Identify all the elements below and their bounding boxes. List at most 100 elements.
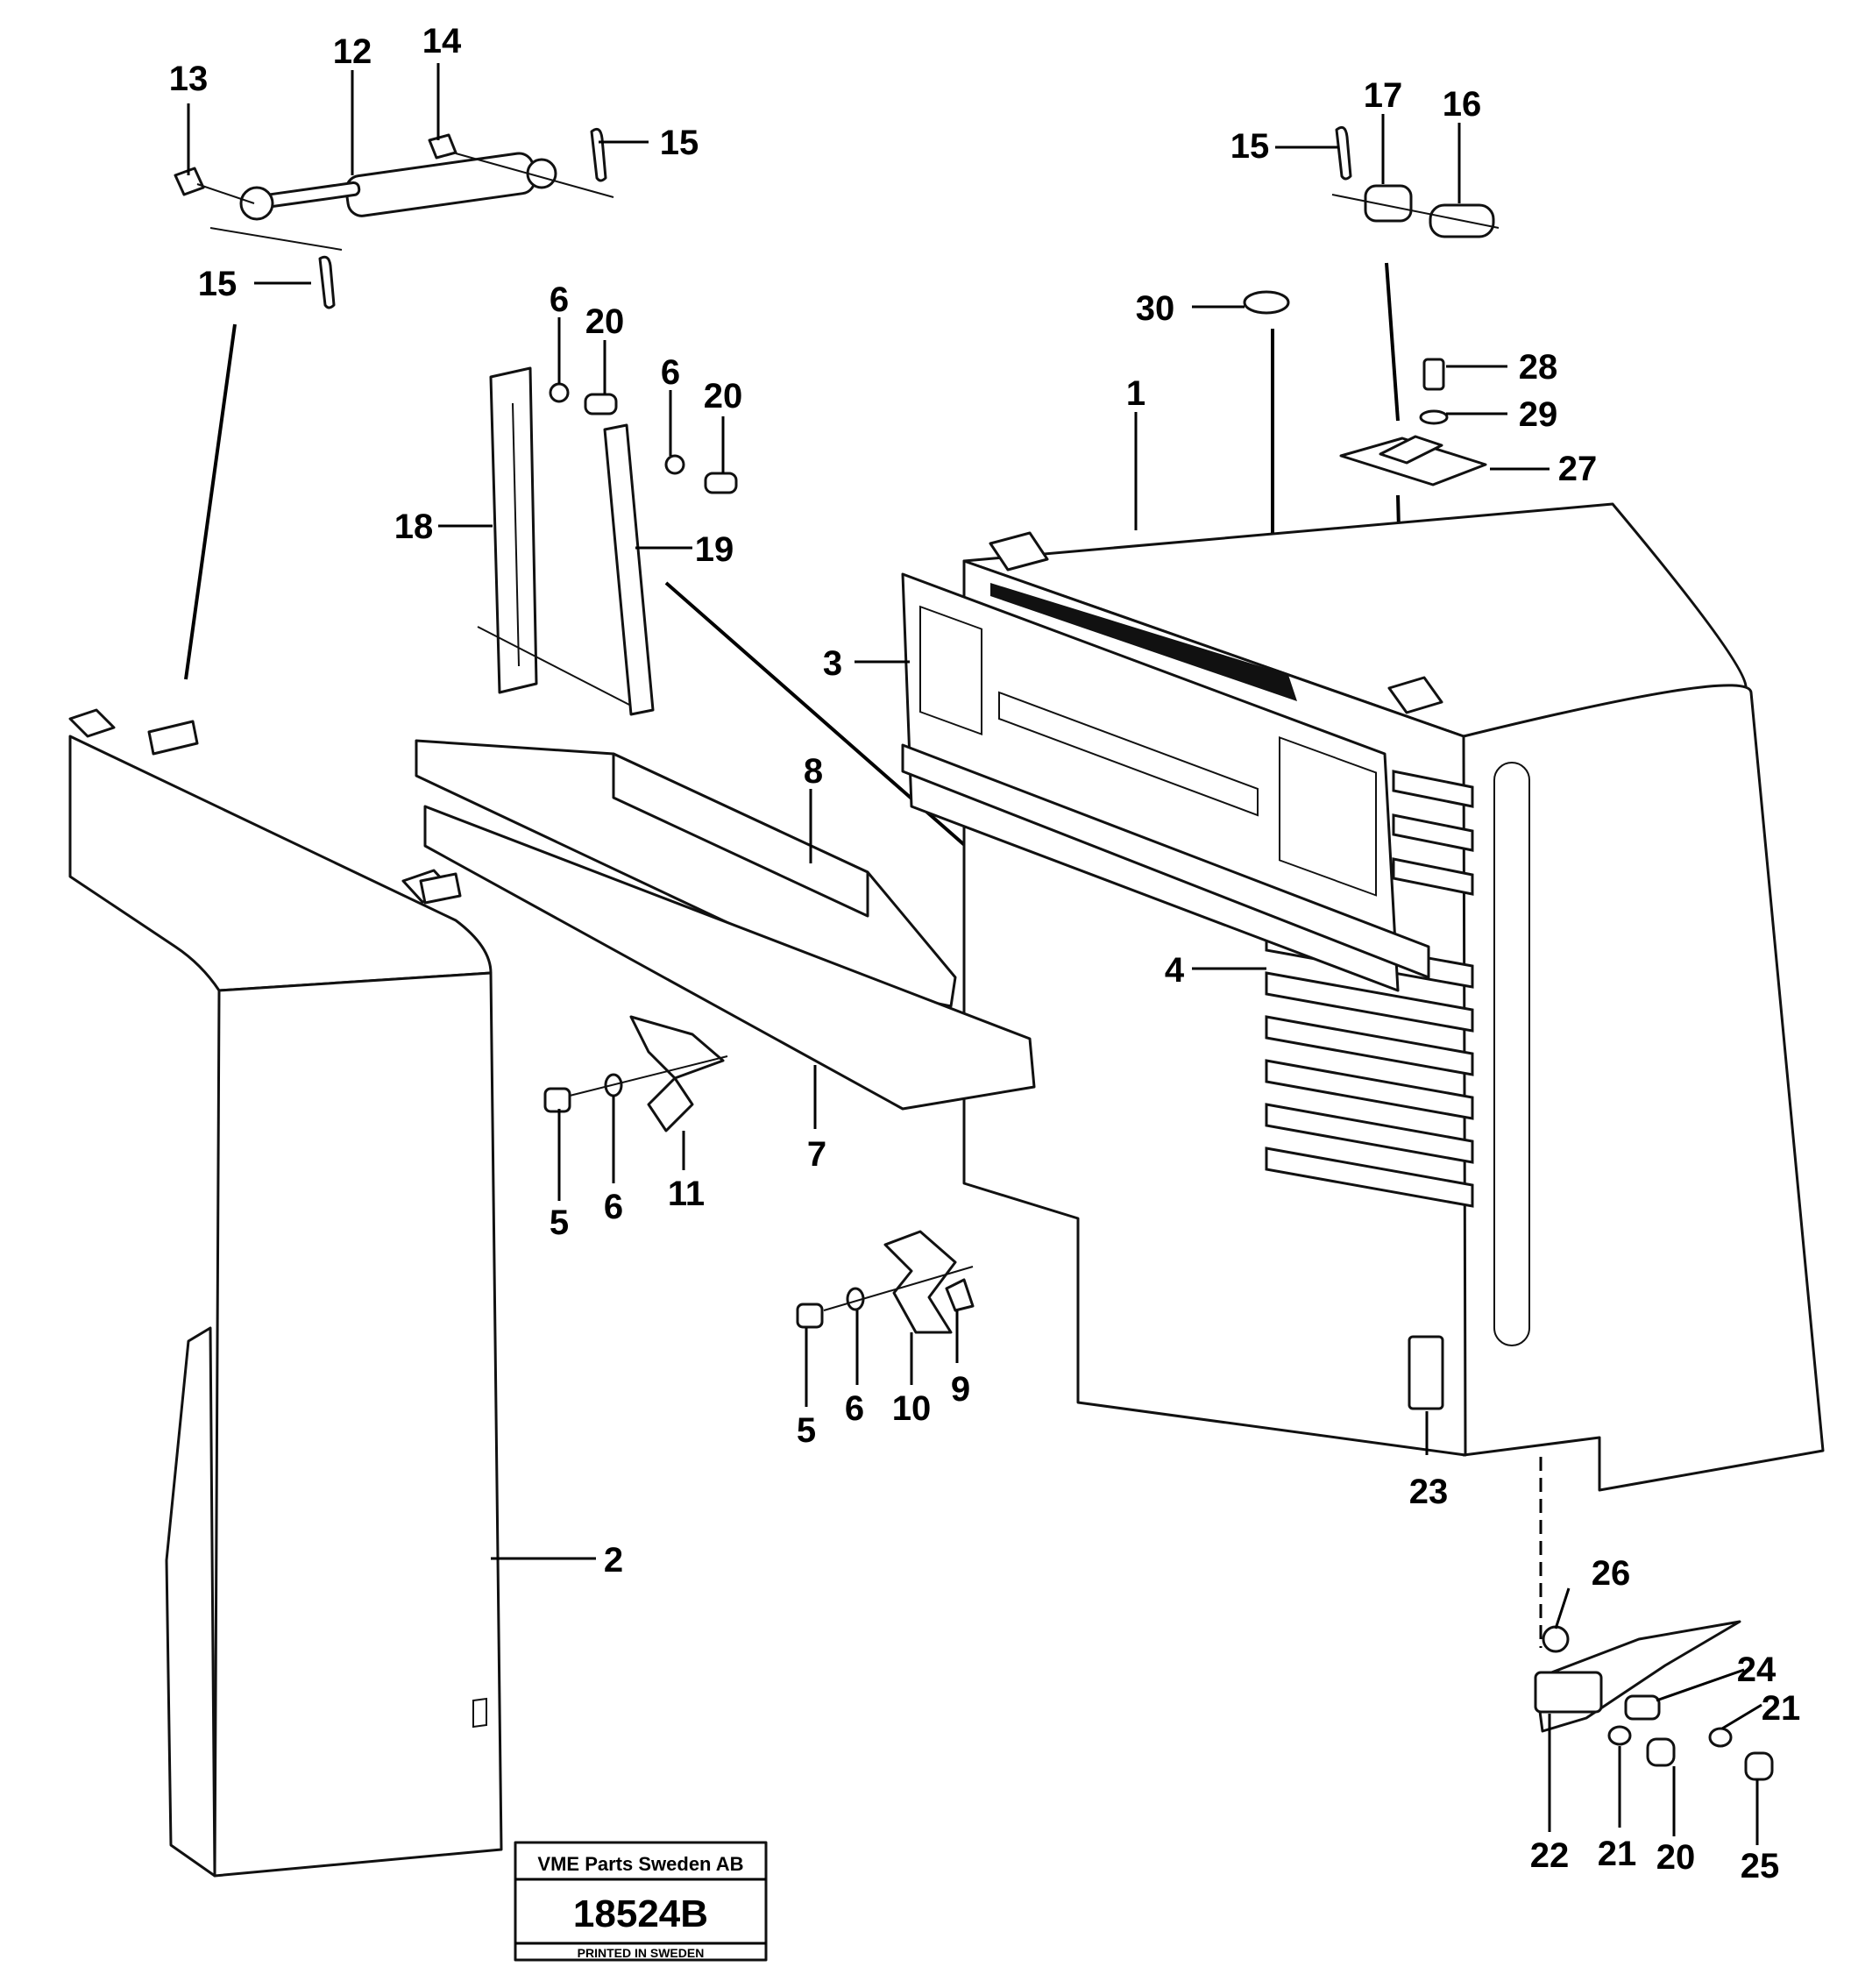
callout-17: 17: [1364, 76, 1403, 115]
hinge-bracket-27: [1339, 437, 1487, 486]
seal-8-step: [612, 752, 869, 918]
left-hood-hinge-lug-top: [68, 708, 116, 738]
parts-stamp: VME Parts Sweden AB 18524B PRINTED IN SW…: [514, 1841, 768, 1962]
stamp-number: 18524B: [573, 1892, 708, 1935]
cotter-pin-15-upper: [590, 127, 607, 182]
callout-3: 3: [823, 644, 842, 683]
hood-side-handle: [1493, 762, 1530, 1346]
link-19: [603, 423, 655, 716]
axis-line-hinge: [1331, 194, 1500, 229]
callout-12: 12: [333, 32, 372, 71]
links: [477, 366, 738, 716]
bolt-25: [1744, 1751, 1774, 1781]
strut-eye-right: [526, 158, 557, 189]
grille-frame-left-window: [919, 605, 982, 736]
link-18-slot: [512, 402, 520, 667]
cotter-pin-15-lower: [318, 255, 336, 309]
hinge-bracket-27-knuckle: [1379, 435, 1443, 465]
callout-15-left: 15: [198, 265, 238, 303]
callout-22: 22: [1530, 1836, 1570, 1875]
callout-24: 24: [1737, 1651, 1777, 1689]
callout-5-b: 5: [797, 1411, 816, 1450]
strut-eye-left: [239, 186, 274, 221]
callout-15-top: 15: [660, 124, 699, 162]
callout-11: 11: [668, 1175, 705, 1213]
callout-21-a: 21: [1762, 1689, 1801, 1728]
callout-6-d: 6: [845, 1389, 864, 1428]
callout-6-c: 6: [604, 1188, 623, 1226]
grille-frame-slot: [998, 691, 1259, 817]
bolt-28: [1422, 358, 1445, 391]
grille-frame-3: [901, 572, 1430, 992]
bolt-20-c: [1646, 1737, 1676, 1767]
hood-top-edge-shadow: [990, 583, 1297, 701]
latch-body-22: [1534, 1671, 1603, 1714]
grille-frame-right-window: [1279, 736, 1377, 897]
seal-7: [423, 805, 1036, 1111]
axis-line-strut: [196, 153, 614, 251]
callout-25: 25: [1741, 1847, 1780, 1885]
callout-6-b: 6: [661, 353, 680, 392]
left-hood-front-face: [213, 971, 503, 1878]
left-hood-side-flange: [165, 1326, 216, 1878]
washer-6-a: [549, 382, 570, 403]
callout-8: 8: [804, 752, 823, 791]
hood-hinge-lug-right: [1387, 676, 1443, 714]
left-hood-bracket-mid: [419, 872, 462, 905]
callout-18: 18: [394, 508, 434, 546]
callout-4: 4: [1165, 951, 1185, 990]
clips: [543, 1015, 975, 1334]
callout-23: 23: [1409, 1473, 1449, 1511]
callout-14: 14: [422, 22, 462, 60]
washer-29: [1419, 409, 1449, 425]
callout-28: 28: [1519, 348, 1558, 387]
grille-frame-lower-rail: [901, 743, 1430, 979]
bolt-20-a: [584, 393, 618, 415]
clip-11-axis: [569, 1055, 728, 1097]
callout-27: 27: [1558, 450, 1598, 488]
callout-16: 16: [1443, 85, 1482, 124]
gas-strut-assembly: [174, 127, 614, 309]
hood-side-panel: [1462, 684, 1825, 1492]
clip-11: [629, 1015, 725, 1132]
spacer-24: [1624, 1694, 1661, 1721]
callout-29: 29: [1519, 395, 1558, 434]
bolt-5-b: [796, 1303, 824, 1329]
callout-9: 9: [951, 1370, 970, 1409]
clip-9: [945, 1278, 975, 1312]
washer-21-b: [1708, 1727, 1733, 1748]
bolt-20-b: [704, 472, 738, 494]
washer-6-b: [664, 454, 685, 475]
stamp-company: VME Parts Sweden AB: [537, 1853, 743, 1875]
latch-plate-23: [1408, 1335, 1444, 1410]
grommet-30: [1243, 290, 1290, 315]
callout-2: 2: [604, 1541, 623, 1580]
callout-1: 1: [1126, 374, 1145, 413]
gas-strut-rod: [261, 181, 361, 209]
washer-21-a: [1607, 1725, 1632, 1746]
hood-hinge-lug-left: [989, 531, 1049, 572]
hinge-pin-assembly: [1331, 125, 1500, 238]
callout-10: 10: [892, 1389, 932, 1428]
cotter-pin-15-right: [1335, 125, 1352, 181]
bolt-5-a: [543, 1087, 571, 1113]
bushing-17: [1364, 184, 1413, 223]
gas-strut-cylinder: [344, 152, 536, 217]
seals: [415, 739, 1036, 1111]
stamp-frame: [514, 1841, 768, 1962]
callout-20-a: 20: [585, 302, 625, 341]
top-fasteners: [1243, 290, 1487, 486]
nut-26: [1542, 1625, 1570, 1653]
callout-21-b: 21: [1598, 1835, 1637, 1873]
latch-assembly: [1408, 1335, 1774, 1781]
callout-30: 30: [1136, 289, 1175, 328]
callout-20-b: 20: [704, 377, 743, 415]
callout-numbers: 13 12 14 15 15 15 17 16 30 28 29 27 1 6 …: [169, 22, 1801, 1885]
callout-5-a: 5: [550, 1203, 569, 1242]
callout-7: 7: [807, 1135, 826, 1174]
stamp-footer: PRINTED IN SWEDEN: [578, 1946, 705, 1960]
callout-26: 26: [1592, 1554, 1631, 1593]
callout-15-right: 15: [1230, 127, 1270, 166]
left-hood-bracket-top: [147, 720, 199, 756]
